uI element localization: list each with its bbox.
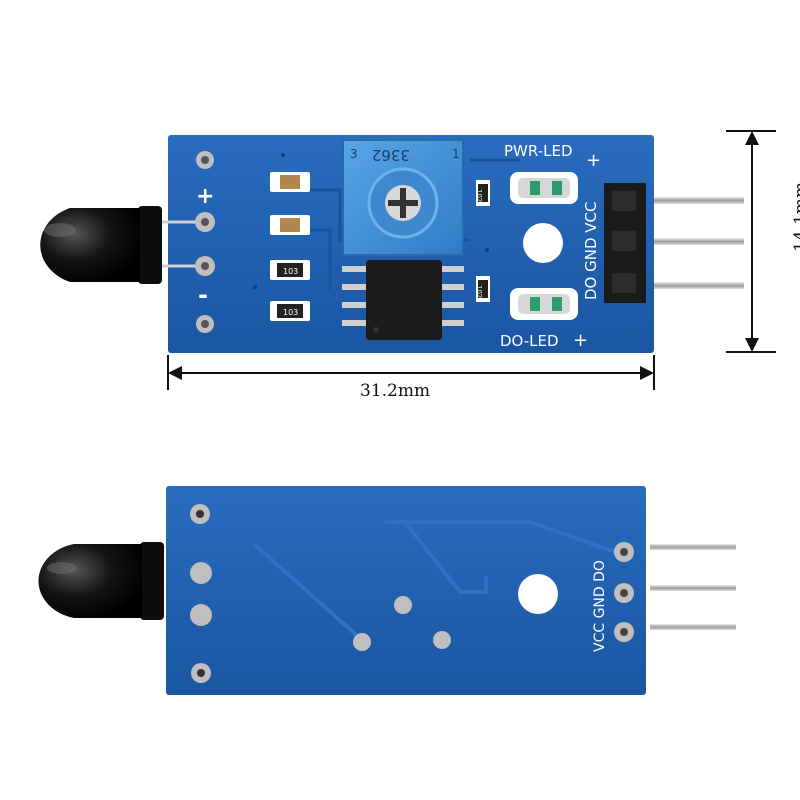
mounting-hole-top xyxy=(523,223,563,263)
pcb-board-bottom xyxy=(166,486,646,695)
plus-label: + xyxy=(196,184,214,209)
resistor-102-a: 102 xyxy=(475,189,483,202)
bottom-view: VCC GND DO xyxy=(38,486,736,695)
resistor-102-b: 102 xyxy=(475,285,483,298)
minus-label: - xyxy=(198,281,208,309)
smd-resistors-left xyxy=(270,260,310,321)
bottom-flame-sensor xyxy=(38,542,164,620)
vias xyxy=(253,153,489,289)
bottom-traces xyxy=(253,520,616,642)
do-led-plus: + xyxy=(573,330,588,351)
pwr-led-label: PWR-LED xyxy=(504,142,573,160)
resistor-103-b: 103 xyxy=(283,308,298,317)
top-view: + - 103 103 3362 1 3 xyxy=(40,135,744,353)
do-led-label: DO-LED xyxy=(500,332,559,350)
smd-resistors-right xyxy=(476,180,490,302)
mounting-hole-bottom xyxy=(518,574,558,614)
pin-labels-bottom: VCC GND DO xyxy=(592,560,608,652)
pot-3362: 3362 xyxy=(372,146,410,164)
header-pins xyxy=(640,197,744,289)
pwr-led xyxy=(510,172,578,204)
potentiometer xyxy=(342,139,464,256)
pwr-led-plus: + xyxy=(586,150,601,171)
width-dimension xyxy=(167,355,655,390)
left-pads xyxy=(195,151,215,333)
pot-3: 3 xyxy=(350,147,358,161)
do-led xyxy=(510,288,578,320)
height-dimension xyxy=(726,130,776,353)
smd-capacitors xyxy=(270,172,310,235)
bottom-pads xyxy=(190,504,634,683)
resistor-103-a: 103 xyxy=(283,267,298,276)
comparator-ic xyxy=(342,260,464,340)
height-label: 14.1mm xyxy=(791,182,800,252)
width-label: 31.2mm xyxy=(360,381,430,401)
bottom-header-pins xyxy=(650,544,736,630)
pin-labels-top: DO GND VCC xyxy=(582,202,600,301)
pot-1: 1 xyxy=(452,147,460,161)
